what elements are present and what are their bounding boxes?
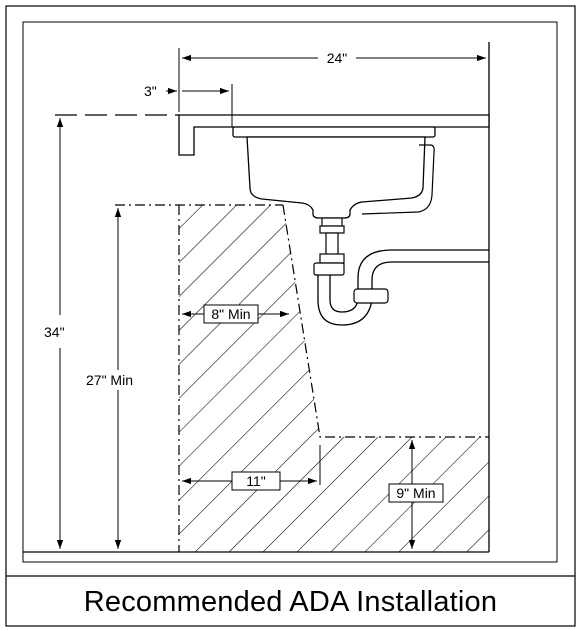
trap-inlet-nut	[313, 262, 345, 276]
toe-depth-label: 11"	[246, 473, 266, 489]
toe-height-label: 9" Min	[396, 485, 435, 501]
drain-nut	[319, 225, 345, 234]
p-trap	[317, 249, 489, 326]
knee-depth-label: 8" Min	[211, 306, 250, 322]
drawing-border	[22, 21, 558, 563]
drain-flange	[321, 217, 343, 227]
clearance-zone-outline	[178, 204, 489, 552]
toe-height-label-box	[388, 483, 444, 503]
sink-rim	[232, 126, 436, 138]
counter-offset-label: 3"	[144, 83, 157, 99]
outer-border	[5, 5, 576, 627]
diagram-caption: Recommended ADA Installation	[83, 585, 498, 618]
slip-nut	[319, 253, 345, 264]
knee-height-label: 27" Min	[86, 372, 133, 388]
sink-width-label: 24"	[327, 50, 348, 66]
countertop	[178, 114, 490, 156]
trap-arm-nut	[353, 288, 389, 304]
sink-bowl	[246, 136, 426, 219]
sink-overflow	[361, 144, 435, 215]
counter-height-label: 34"	[44, 324, 65, 340]
